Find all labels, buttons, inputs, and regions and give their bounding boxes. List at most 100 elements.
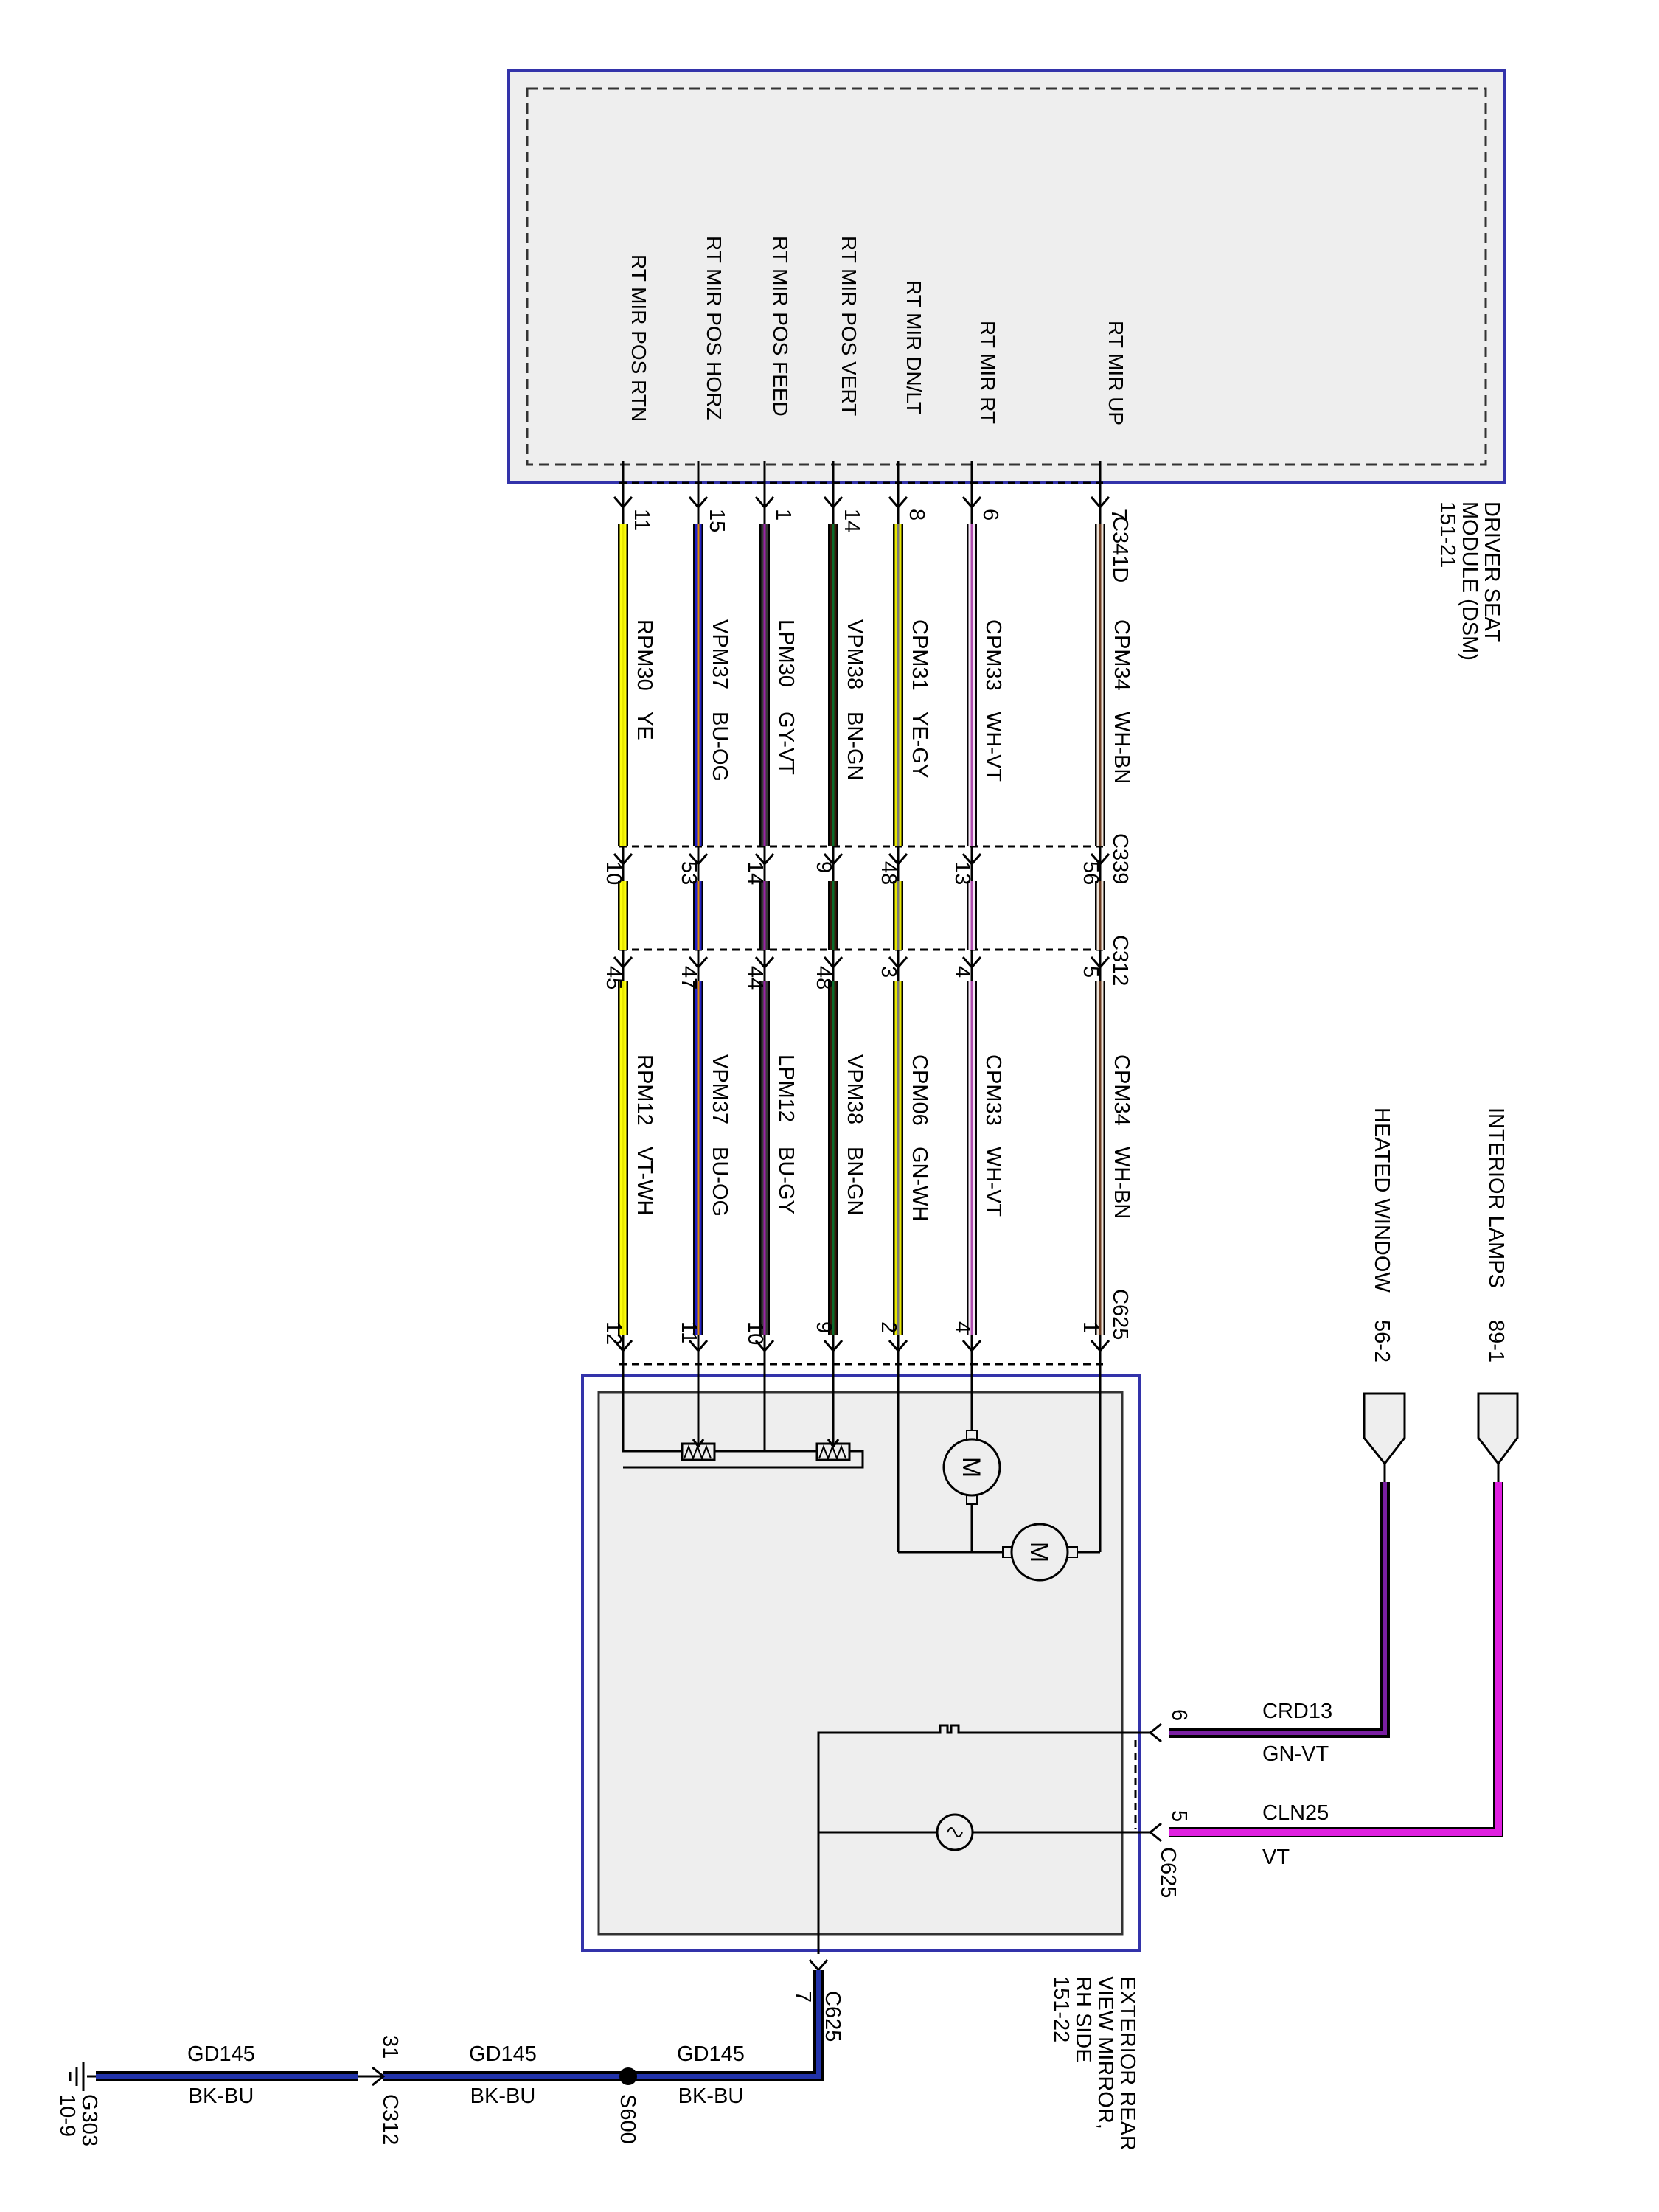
heated-window-label: HEATED WINDOW bbox=[1370, 1107, 1394, 1293]
dsm-pin-label: RT MIR POS RTN bbox=[627, 254, 650, 422]
upper-color: YE-GY bbox=[908, 712, 931, 778]
lower-circuit: CPM33 bbox=[981, 1054, 1005, 1126]
c339-pin: 9 bbox=[812, 861, 835, 873]
lower-color: VT-WH bbox=[633, 1147, 656, 1215]
ground-ref: 10-9 bbox=[55, 2094, 79, 2137]
interior-lamps-ref: 89-1 bbox=[1484, 1320, 1508, 1363]
c339-pin: 14 bbox=[743, 861, 767, 885]
dsm-name-line-1: DRIVER SEAT bbox=[1480, 501, 1503, 643]
motor-vertical-label: M bbox=[1025, 1542, 1053, 1562]
ground-seg3-circuit: GD145 bbox=[187, 2042, 255, 2066]
ground-circuit: 7 C625 GD145 BK-BU GD145 BK-BU GD145 BK-… bbox=[55, 1959, 844, 2146]
lower-circuit: LPM12 bbox=[774, 1054, 798, 1122]
ground-seg1-circuit: GD145 bbox=[677, 2042, 745, 2066]
lower-color: BU-GY bbox=[774, 1147, 798, 1214]
upper-circuit: VPM38 bbox=[843, 619, 866, 689]
upper-color: YE bbox=[633, 712, 656, 740]
dsm-pin-number: 6 bbox=[978, 509, 1002, 521]
lower-circuit: CPM34 bbox=[1110, 1054, 1133, 1126]
ground-seg1-color: BK-BU bbox=[678, 2084, 744, 2108]
lower-circuit: VPM38 bbox=[843, 1054, 866, 1124]
dsm-pin-number: 11 bbox=[630, 509, 653, 531]
dsm-pin-number: 7 bbox=[1107, 509, 1130, 521]
dsm-pin-number: 15 bbox=[705, 509, 728, 532]
dsm-pin-number: 1 bbox=[771, 509, 795, 521]
lower-circuit: CPM06 bbox=[908, 1054, 931, 1126]
heated-color: GN-VT bbox=[1262, 1742, 1329, 1766]
lower-circuit: RPM12 bbox=[633, 1054, 656, 1126]
motor-horizontal-label: M bbox=[957, 1457, 985, 1478]
c312-pin: 5 bbox=[1079, 966, 1102, 978]
c625-pin: 11 bbox=[677, 1321, 700, 1343]
lower-color: BN-GN bbox=[843, 1147, 866, 1215]
upper-circuit: CPM34 bbox=[1110, 619, 1133, 691]
dsm-name-line-3: 151-21 bbox=[1436, 501, 1459, 568]
connector-c312: C312 bbox=[1108, 935, 1132, 986]
c625-pin: 2 bbox=[877, 1321, 900, 1333]
c312-pin: 48 bbox=[812, 966, 835, 990]
upper-circuit: CPM33 bbox=[981, 619, 1005, 691]
interior-lamps-label: INTERIOR LAMPS bbox=[1484, 1107, 1508, 1288]
upper-color: BU-OG bbox=[708, 712, 731, 782]
heated-window-feed: HEATED WINDOW 56-2 6 CRD13 GN-VT bbox=[1148, 1107, 1406, 1766]
upper-color: WH-BN bbox=[1110, 712, 1133, 784]
c312-pin: 47 bbox=[677, 966, 700, 990]
ground-id: G303 bbox=[77, 2094, 101, 2146]
interior-circuit: CLN25 bbox=[1262, 1801, 1329, 1825]
upper-circuit: CPM31 bbox=[908, 619, 931, 691]
lower-color: GN-WH bbox=[908, 1147, 931, 1221]
c339-pin: 10 bbox=[602, 861, 625, 885]
c339-pin: 56 bbox=[1079, 861, 1102, 885]
connector-c625: C625 bbox=[1108, 1289, 1132, 1340]
c312-pin: 44 bbox=[743, 966, 767, 990]
c625-pin: 1 bbox=[1079, 1321, 1102, 1333]
position-sensor-vert bbox=[815, 1430, 851, 1461]
mirror-name-line-1: EXTERIOR REAR bbox=[1116, 1976, 1139, 2151]
lower-color: WH-VT bbox=[981, 1147, 1005, 1217]
ground-c312: C312 bbox=[378, 2094, 402, 2145]
connector-c339: C339 bbox=[1108, 833, 1132, 884]
dsm-name: DRIVER SEAT MODULE (DSM) 151-21 bbox=[1436, 501, 1503, 661]
motor-horizontal: M bbox=[942, 1430, 1001, 1505]
c625-pin: 10 bbox=[743, 1321, 767, 1345]
heated-pin: 6 bbox=[1167, 1709, 1191, 1721]
dsm-name-line-2: MODULE (DSM) bbox=[1458, 501, 1481, 661]
upper-circuit: LPM30 bbox=[774, 619, 798, 687]
ground-seg2-color: BK-BU bbox=[470, 2084, 536, 2108]
c625-pin: 4 bbox=[950, 1321, 974, 1333]
wire-bundle: 7CPM34WH-BN565CPM34WH-BN16CPM33WH-VT134C… bbox=[602, 483, 1133, 1364]
dsm-pin-number: 14 bbox=[840, 509, 863, 532]
upper-color: GY-VT bbox=[774, 712, 798, 775]
dsm-pin-number: 8 bbox=[905, 509, 928, 521]
upper-color: BN-GN bbox=[843, 712, 866, 780]
c339-pin: 48 bbox=[877, 861, 900, 885]
upper-circuit: VPM37 bbox=[708, 619, 731, 689]
lower-color: WH-BN bbox=[1110, 1147, 1133, 1219]
mirror-name-line-2: VIEW MIRROR, bbox=[1093, 1976, 1117, 2129]
ground-c312-pin: 31 bbox=[378, 2035, 402, 2059]
heated-window-ref: 56-2 bbox=[1370, 1320, 1394, 1363]
ground-mirror-c625: C625 bbox=[821, 1991, 844, 2042]
lower-circuit: VPM37 bbox=[708, 1054, 731, 1124]
c339-pin: 13 bbox=[950, 861, 974, 885]
dsm-pin-label: RT MIR RT bbox=[976, 321, 999, 424]
heated-mirror-element bbox=[936, 1724, 966, 1734]
ground-splice: S600 bbox=[616, 2094, 639, 2144]
mirror-name-line-3: RH SIDE bbox=[1071, 1976, 1095, 2063]
c312-pin: 4 bbox=[950, 966, 974, 978]
c339-pin: 53 bbox=[677, 861, 700, 885]
c625-pin: 12 bbox=[602, 1321, 625, 1345]
dsm-pin-label: RT MIR POS FEED bbox=[769, 236, 792, 417]
ground-mirror-pin: 7 bbox=[791, 1991, 815, 2003]
mirror-name-line-4: 151-22 bbox=[1049, 1976, 1073, 2042]
ground-symbol bbox=[69, 2062, 96, 2091]
mirror-name: EXTERIOR REAR VIEW MIRROR, RH SIDE 151-2… bbox=[1049, 1976, 1139, 2151]
heated-circuit: CRD13 bbox=[1262, 1700, 1332, 1723]
interior-c625: C625 bbox=[1156, 1847, 1180, 1898]
motor-vertical: M bbox=[1002, 1523, 1078, 1582]
c312-pin: 45 bbox=[602, 966, 625, 990]
c312-pin: 3 bbox=[877, 966, 900, 978]
interior-color: VT bbox=[1262, 1846, 1290, 1869]
